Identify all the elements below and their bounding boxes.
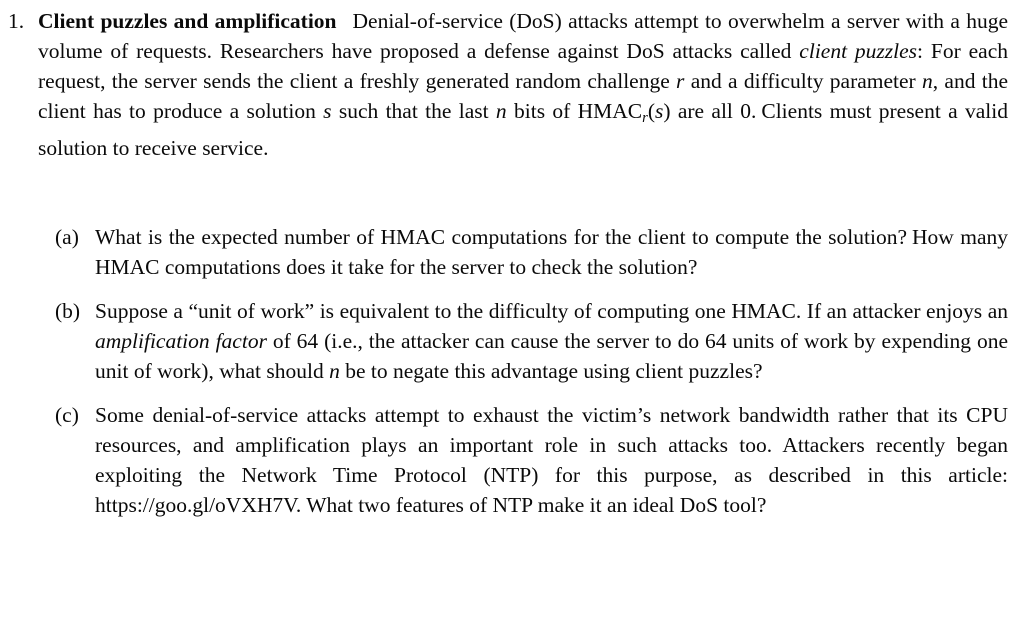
subpart-b-text-3: be to negate this advantage using client… <box>339 359 763 383</box>
problem-number: 1. <box>8 9 25 33</box>
problem-title: Client puzzles and amplification <box>38 9 337 33</box>
subpart-b-body: Suppose a “unit of work” is equivalent t… <box>95 296 1008 386</box>
subpart-a-text-2: How many HMAC computations does it take … <box>95 225 1008 279</box>
subpart-b-text-2: of 64 (i.e., the attacker can cause the … <box>95 329 1008 383</box>
subpart-a: (a) What is the expected number of HMAC … <box>55 222 1008 282</box>
problem-emphasis-client-puzzles: client puzzles <box>799 39 918 63</box>
subpart-b-label: (b) <box>55 299 81 323</box>
hmac-argument-s: s <box>654 99 664 123</box>
subpart-b-paragraph: Suppose a “unit of work” is equivalent t… <box>95 296 1008 386</box>
problem-text-4: , and the client has to produce a soluti… <box>38 69 1009 123</box>
subparts-list: (a) What is the expected number of HMAC … <box>55 222 1008 520</box>
subpart-c: (c) Some denial-of-service attacks attem… <box>55 400 1008 520</box>
problem-variable-n-2: n <box>495 99 507 123</box>
subpart-a-paragraph: What is the expected number of HMAC comp… <box>95 222 1008 282</box>
problem-text-6: bits of HMAC <box>506 99 643 123</box>
subpart-b-variable-n: n <box>329 359 340 383</box>
problem-variable-r: r <box>676 69 685 93</box>
problem-text-1: Denial-of-service (DoS) attacks attempt … <box>38 9 1008 63</box>
problem-variable-s: s <box>323 99 332 123</box>
problem-text-5: such that the last <box>331 99 496 123</box>
problem-text-7: ( <box>647 99 655 123</box>
problem-variable-n: n <box>922 69 933 93</box>
hmac-subscript-r: r <box>642 110 648 127</box>
subpart-a-body: What is the expected number of HMAC comp… <box>95 222 1008 282</box>
subpart-b-text-1: Suppose a “unit of work” is equivalent t… <box>95 299 1008 323</box>
subpart-c-text-3: What two features of NTP make it an idea… <box>306 493 767 517</box>
subpart-b-emphasis-amplification-factor: amplification factor <box>95 329 267 353</box>
subpart-a-text-1: What is the expected number of HMAC comp… <box>95 225 908 249</box>
subpart-c-article-url: https://goo.gl/oVXH7V <box>95 493 296 517</box>
subpart-c-text-1: Some denial-of-service attacks attempt t… <box>95 403 1008 487</box>
subpart-c-text-2: . <box>295 493 302 517</box>
subpart-b: (b) Suppose a “unit of work” is equivale… <box>55 296 1008 386</box>
problem-text-8: ) are all 0. <box>663 99 757 123</box>
problem-text-3: and a difficulty parameter <box>684 69 922 93</box>
subpart-c-label: (c) <box>55 403 79 427</box>
subpart-c-paragraph: Some denial-of-service attacks attempt t… <box>95 400 1008 520</box>
subpart-a-label: (a) <box>55 225 79 249</box>
subpart-c-body: Some denial-of-service attacks attempt t… <box>95 400 1008 520</box>
problem-text-9: Clients must present a valid solution to… <box>38 99 1008 161</box>
problem-text-2: : For each request, the server sends the… <box>38 39 1009 93</box>
